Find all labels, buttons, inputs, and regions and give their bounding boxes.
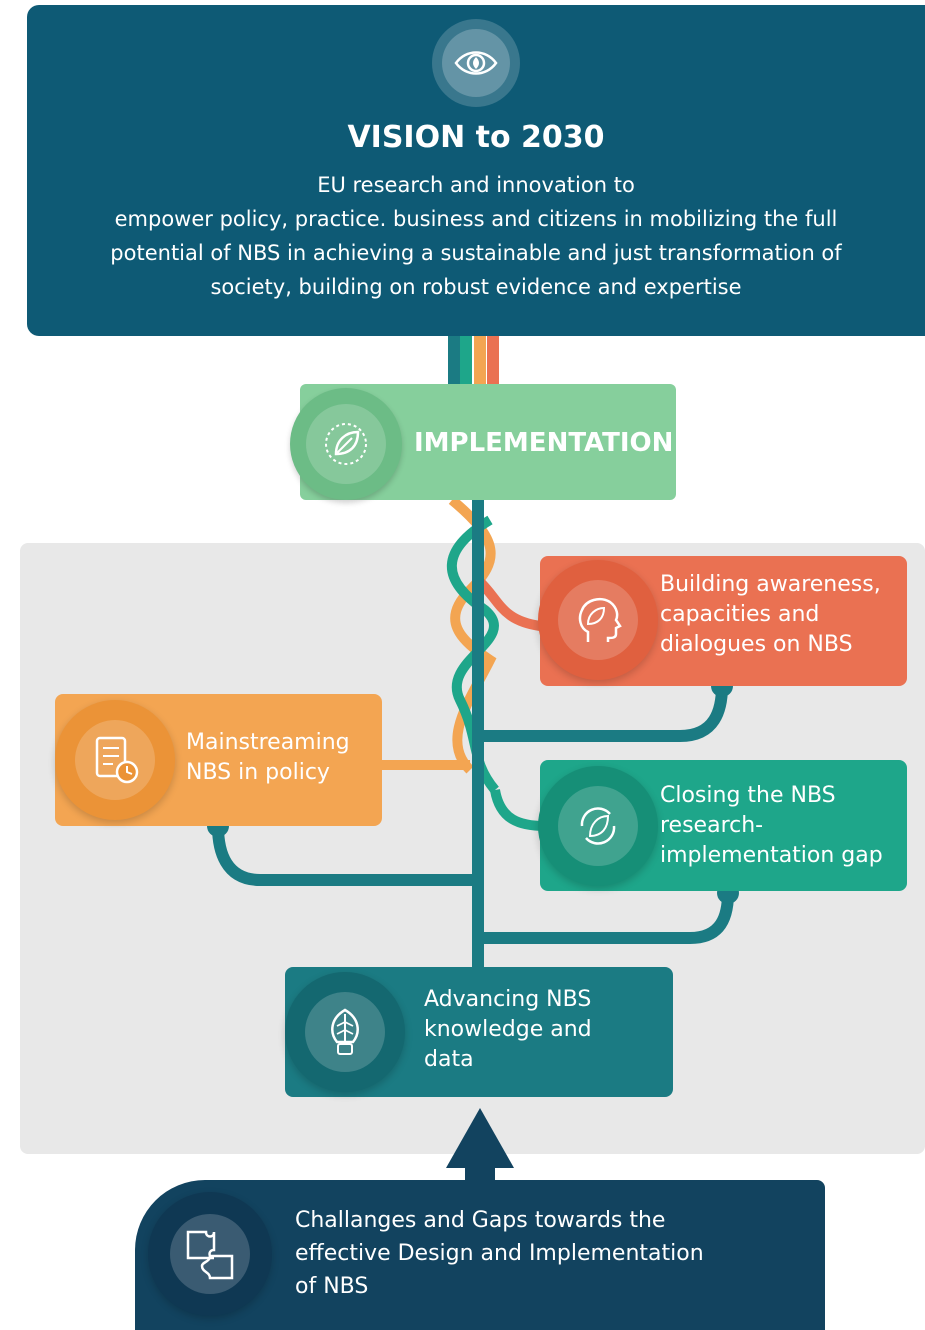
advancing-label: Advancing NBS knowledge and data — [424, 987, 592, 1072]
awareness-label: Building awareness, capacities and dialo… — [660, 572, 881, 657]
strand-orange — [448, 496, 497, 774]
stripe-teal — [448, 336, 460, 386]
stripe-red — [487, 336, 499, 386]
head-leaf-icon — [538, 560, 658, 680]
link-awareness — [478, 685, 728, 742]
link-policy — [212, 825, 478, 886]
vision-statement: EU research and innovation to empower po… — [110, 173, 842, 299]
stripe-green — [460, 336, 472, 386]
policy-label: Mainstreaming NBS in policy — [186, 730, 350, 785]
arrow-head — [446, 1108, 514, 1168]
challenges-label: Challanges and Gaps towards the effectiv… — [295, 1208, 704, 1299]
link-closing — [478, 892, 734, 944]
vision-title: VISION to 2030 — [347, 120, 605, 155]
leaf-badge-icon — [290, 388, 402, 500]
cycle-leaf-icon — [538, 766, 658, 886]
eye-leaf-icon — [432, 19, 520, 107]
stripe-orange — [474, 336, 486, 386]
puzzle-icon — [148, 1192, 272, 1316]
implementation-label: IMPLEMENTATION — [414, 428, 674, 458]
strand-red — [474, 576, 541, 631]
closing-gap-label: Closing the NBS research- implementation… — [660, 783, 883, 868]
bulb-leaf-icon — [285, 972, 405, 1092]
checklist-clock-icon — [55, 700, 175, 820]
